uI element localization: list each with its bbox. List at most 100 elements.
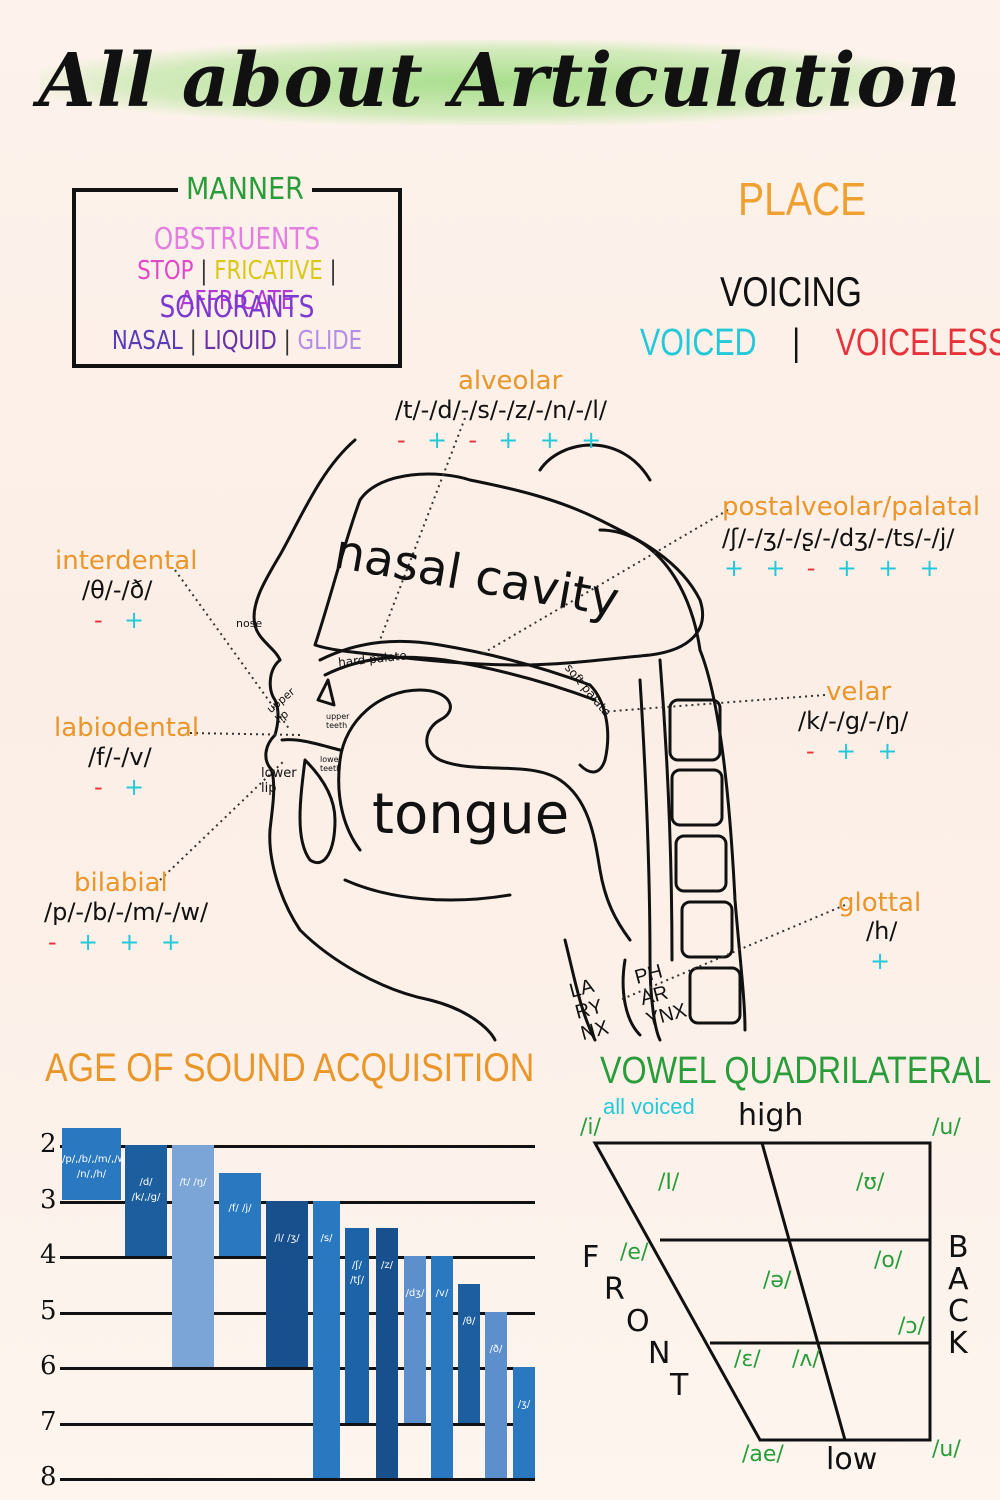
vowel-e: /e/: [620, 1240, 649, 1265]
pointer-labiodental: [189, 732, 301, 736]
acquisition-title: AGE OF SOUND ACQUISITION: [45, 1046, 535, 1090]
acquisition-bar: /l/ /ʒ/: [266, 1200, 308, 1367]
obstruent-types: STOP | FRICATIVE | AFFRICATE: [102, 256, 373, 316]
lower-lip-label: lower lip: [261, 766, 297, 796]
affricate-label: AFFRICATE: [179, 286, 295, 316]
acquisition-bar: /f/ /j/: [219, 1172, 261, 1256]
liquid-label: LIQUID: [203, 326, 277, 356]
interdental-phonemes: /θ/-/ð/: [82, 576, 153, 604]
acquisition-bar: /ʒ/: [513, 1367, 535, 1478]
vowel-i: /i/: [580, 1115, 601, 1140]
lip-gap: [280, 738, 342, 752]
vertebra: [668, 698, 722, 762]
lower-teeth-outline: [298, 758, 337, 864]
back-letter: A: [948, 1262, 969, 1297]
interdental-voicing: - +: [94, 606, 147, 634]
pharynx-outline: [621, 958, 642, 1037]
acquisition-bar: /ʃ/ /tʃ/: [345, 1228, 369, 1423]
glide-label: GLIDE: [297, 326, 363, 356]
glottal-label: glottal: [838, 888, 922, 918]
velar-phonemes: /k/-/g/-/ŋ/: [798, 707, 909, 735]
acquisition-bar: /v/: [431, 1256, 453, 1478]
bilabial-voicing: - + + +: [48, 928, 183, 956]
vowel-title: VOWEL QUADRILATERAL: [600, 1050, 992, 1092]
postalveolar-phonemes: /ʃ/-/ʒ/-/ʂ/-/dʒ/-/ts/-/j/: [722, 524, 955, 552]
pointer-velar: [599, 694, 826, 713]
low-label: low: [826, 1442, 878, 1477]
pointer-alveolar: [379, 417, 466, 641]
manner-title: MANNER: [178, 172, 312, 207]
tongue-label: tongue: [372, 782, 570, 847]
upper-lip-outline: [268, 658, 282, 737]
age-tick: 8: [40, 1462, 57, 1492]
high-label: high: [738, 1098, 804, 1133]
page-title: All about Articulation: [38, 38, 962, 124]
labiodental-label: labiodental: [54, 713, 200, 743]
age-tick: 7: [40, 1406, 57, 1437]
voiced-label: VOICED: [640, 322, 757, 364]
floor-of-mouth: [343, 878, 512, 902]
vertebra: [680, 900, 734, 959]
vowel-wedge: /ʌ/: [792, 1347, 820, 1372]
sonorant-types: NASAL | LIQUID | GLIDE: [102, 326, 373, 356]
acquisition-bar: /t/ /ŋ/: [172, 1145, 214, 1367]
front-letter: N: [648, 1336, 671, 1371]
lower-teeth-label: lower teeth: [320, 755, 342, 773]
nose-label: nose: [236, 617, 263, 630]
vertebra: [688, 966, 742, 1025]
vowel-u-bottom: /u/: [932, 1437, 961, 1462]
skull-back: [598, 528, 702, 652]
central-line: [760, 1142, 847, 1441]
front-letter: R: [604, 1272, 625, 1307]
tongue-front: [337, 758, 362, 852]
alveolar-voicing: - + - + + +: [397, 426, 604, 454]
bilabial-phonemes: /p/-/b/-/m/-/w/: [44, 898, 209, 926]
acquisition-bar: /dʒ/: [404, 1256, 426, 1423]
acquisition-bar: /p/,/b/,/m/,/w/ /n/,/h/: [62, 1128, 129, 1201]
alveolar-phonemes: /t/-/d/-/s/-/z/-/n/-/l/: [395, 396, 607, 424]
acquisition-bar: /s/: [313, 1200, 340, 1478]
larynx-outline: [563, 938, 597, 1042]
separator: |: [189, 326, 197, 356]
vowel-I: /I/: [658, 1170, 680, 1195]
stop-label: STOP: [137, 256, 194, 286]
age-gridline: [60, 1422, 535, 1426]
back-letter: K: [948, 1326, 968, 1361]
glottal-phonemes: /h/: [866, 917, 898, 945]
soft-palate-outline: [578, 683, 610, 774]
nose-outline: [252, 438, 357, 662]
vowel-upsilon: /ʊ/: [856, 1170, 885, 1195]
labiodental-voicing: - +: [94, 773, 147, 801]
front-letter: O: [626, 1304, 650, 1339]
pointer-bilabial: [159, 759, 286, 881]
acquisition-bar: /z/: [376, 1228, 398, 1478]
vowel-o: /o/: [874, 1248, 903, 1273]
separator: |: [200, 256, 208, 286]
skull-top: [538, 443, 652, 482]
voicing-separator: |: [792, 322, 801, 364]
age-gridline: [60, 1367, 535, 1370]
back-letter: C: [948, 1294, 969, 1329]
back-letter: B: [948, 1230, 969, 1265]
pharynx-wall: [638, 678, 662, 1042]
acquisition-bar: /d/ /k/,/g/: [125, 1145, 167, 1256]
separator: |: [329, 256, 337, 286]
alveolar-label: alveolar: [458, 366, 563, 396]
vowel-ae: /ae/: [742, 1442, 784, 1467]
voicing-legend: VOICED | VOICELESS: [640, 322, 1000, 365]
age-tick: 6: [40, 1351, 57, 1381]
chin-jaw-outline: [264, 733, 497, 1042]
age-tick: 4: [40, 1240, 57, 1270]
age-tick: 5: [40, 1295, 57, 1326]
sonorants-label: SONORANTS: [159, 290, 315, 325]
place-title: PLACE: [738, 173, 867, 225]
fricative-label: FRICATIVE: [214, 256, 323, 286]
interdental-label: interdental: [55, 546, 198, 576]
vowel-u-top: /u/: [932, 1115, 961, 1140]
upper-teeth-outline: [316, 678, 336, 707]
vertebra: [674, 834, 728, 893]
title-brush-stroke: [40, 40, 940, 125]
